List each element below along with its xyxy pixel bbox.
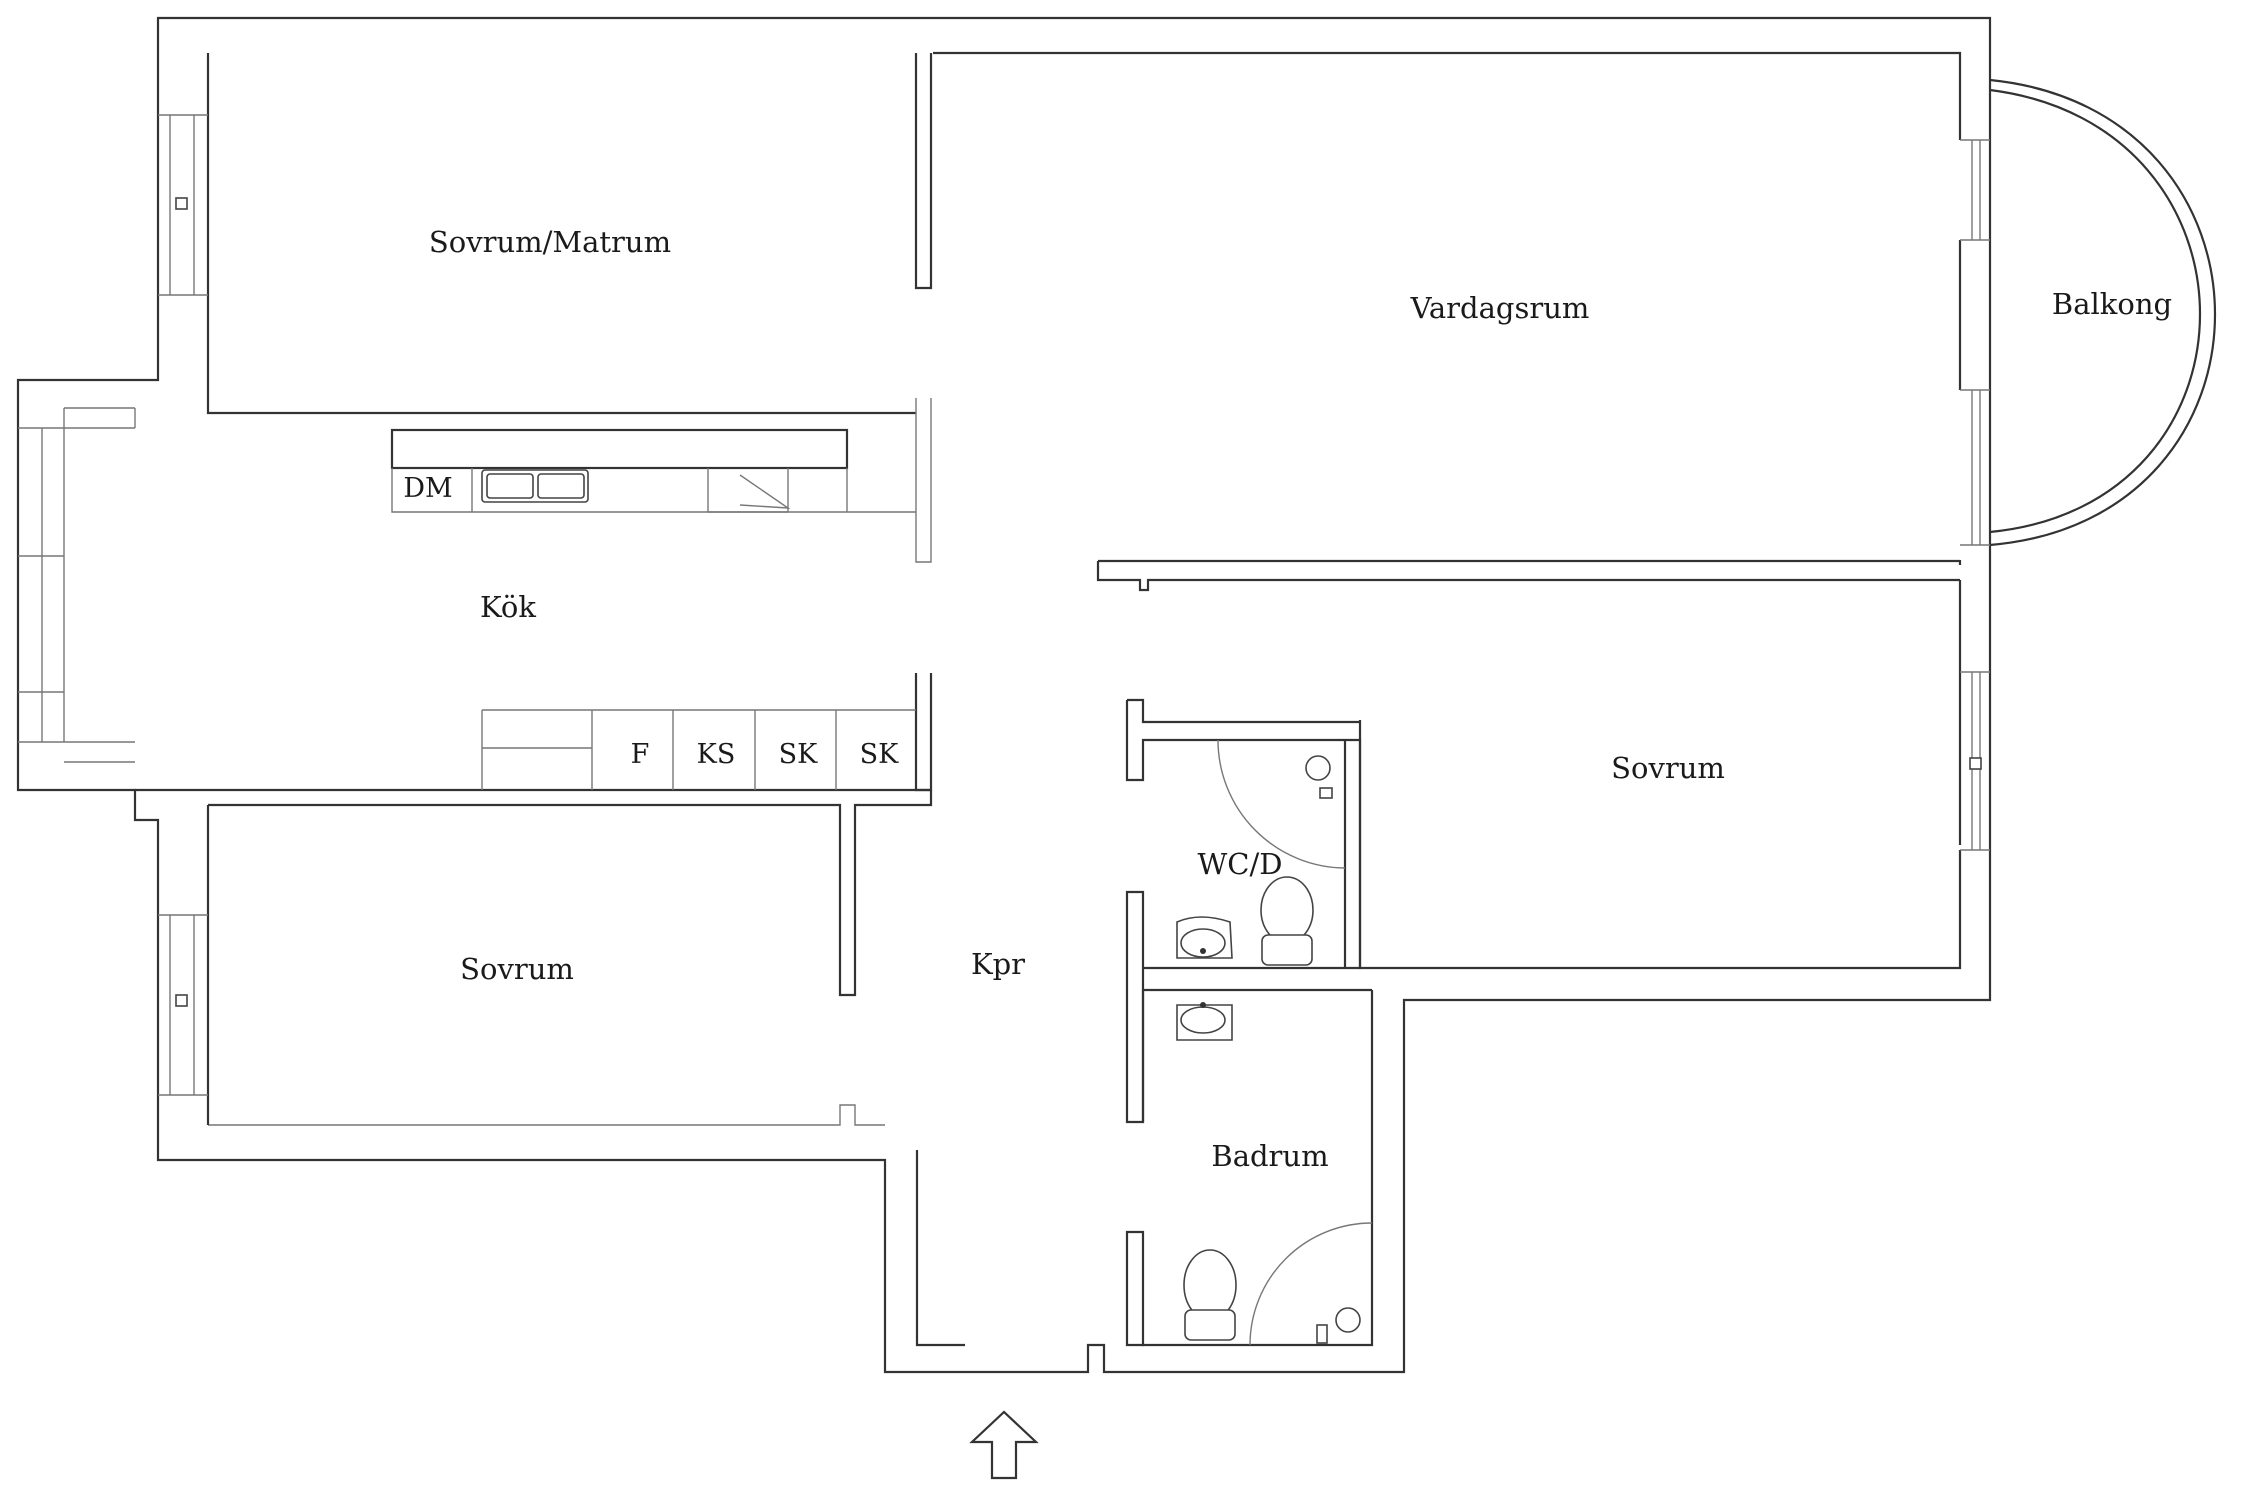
label-wcd: WC/D (1197, 847, 1282, 881)
label-sovrum-west: Sovrum (460, 952, 574, 986)
bath-fixtures (1176, 1002, 1373, 1346)
label-badrum: Badrum (1211, 1139, 1328, 1173)
label-f: F (631, 739, 650, 770)
entrance-arrow-icon (969, 1410, 1039, 1480)
label-kok: Kök (480, 590, 536, 624)
wc-fixtures (1176, 739, 1346, 966)
room-labels: Sovrum/Matrum Vardagsrum Balkong Kök Sov… (429, 225, 2172, 1173)
label-sk-1: SK (779, 739, 818, 770)
windows (18, 114, 1990, 1096)
label-ks: KS (697, 739, 736, 770)
label-vardagsrum: Vardagsrum (1410, 291, 1590, 325)
label-kpr: Kpr (971, 947, 1025, 981)
label-balkong: Balkong (2052, 287, 2172, 321)
interior-walls (135, 53, 1960, 1347)
label-sovrum-matrum: Sovrum/Matrum (429, 225, 671, 259)
label-sk-2: SK (860, 739, 899, 770)
appliance-labels: DM F KS SK SK (403, 473, 899, 770)
label-dm: DM (403, 473, 452, 504)
kitchen-counters (390, 428, 916, 790)
label-sovrum-east: Sovrum (1611, 751, 1725, 785)
exterior-walls (16, 16, 1992, 1374)
balcony (1989, 78, 2217, 547)
